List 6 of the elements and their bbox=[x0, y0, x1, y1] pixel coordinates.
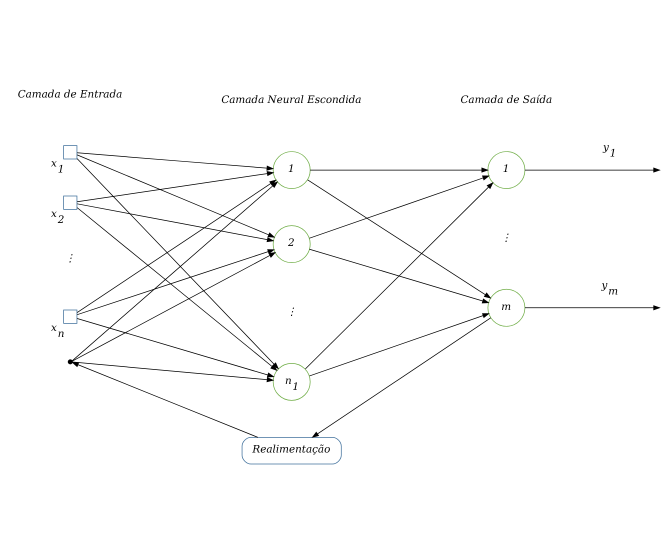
label: Camada Neural Escondida bbox=[221, 94, 362, 106]
label: Camada de Entrada bbox=[18, 88, 122, 100]
label: ⋮ bbox=[501, 231, 512, 244]
label: Camada de Saída bbox=[460, 94, 552, 106]
label: ⋮ bbox=[65, 252, 76, 264]
label: ⋮ bbox=[286, 305, 296, 318]
